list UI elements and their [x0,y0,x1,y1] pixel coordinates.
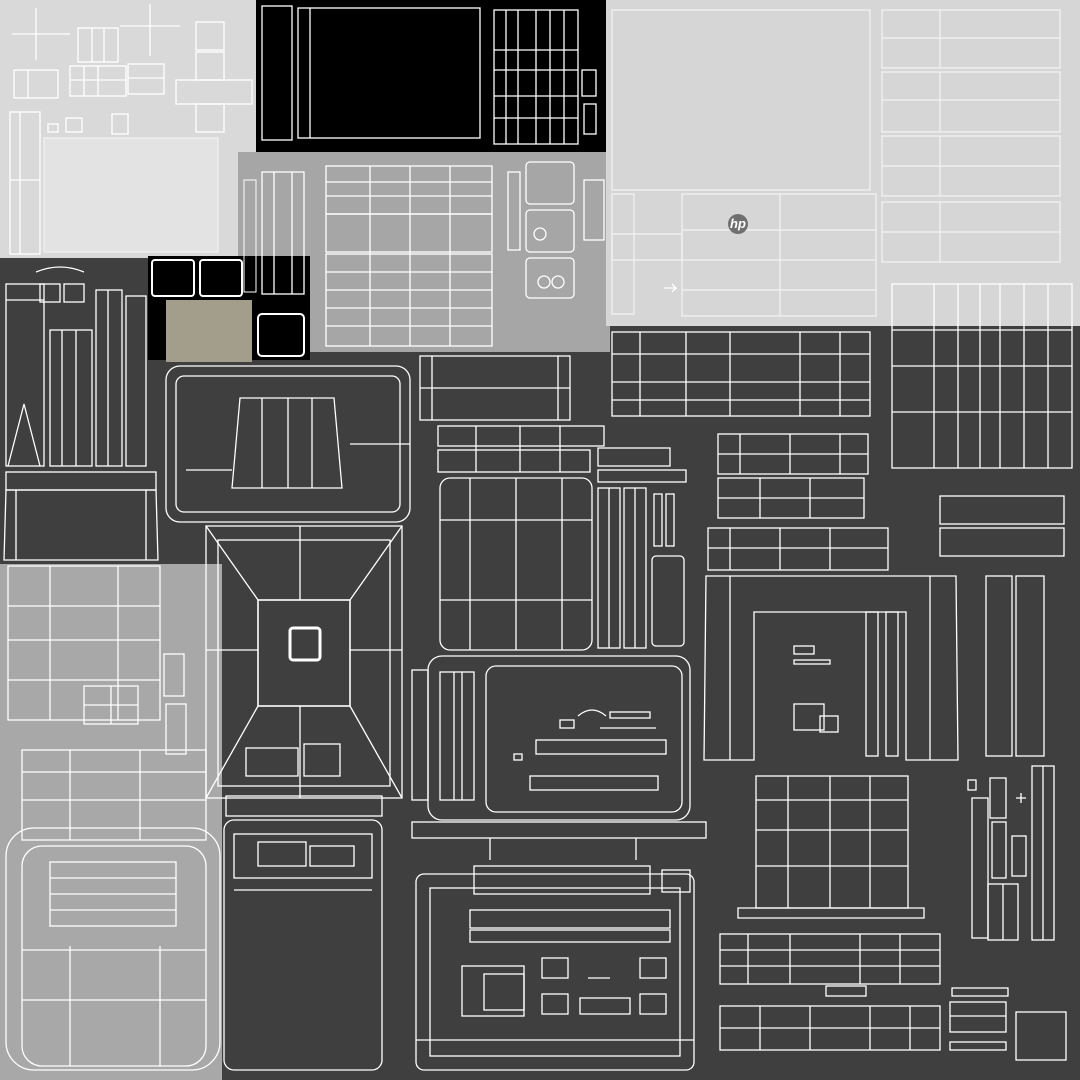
arrow-right-icon [664,283,678,293]
island-cluster-top-right [611,9,1061,317]
island-swatches [151,259,305,357]
uv-wireframe [3,4,1073,1071]
island-cluster-center [419,355,687,651]
panel-small-gray [506,300,610,352]
hp-logo-icon [728,214,748,234]
swatch-tan [166,300,252,362]
island-tower-bottom [223,819,383,1071]
panel-left-dark [0,258,162,564]
island-frame-middle-left [165,365,411,523]
island-frame-center [411,655,707,860]
panel-top-right-light [606,0,1080,326]
island-cluster-right [611,283,1073,761]
island-frame-center-left [205,525,403,817]
hp-logo-text: hp [730,216,746,231]
island-cluster-center-gray [243,161,605,347]
island-cluster-left-dark [3,266,159,561]
island-cluster-top-black [261,5,597,145]
island-frame-bottom-center [415,865,695,1071]
island-cluster-top-left [9,4,253,255]
island-cluster-bottom-right [719,765,1067,1061]
panel-bottom-left-gray [0,564,222,1080]
hp-logo: hp [728,214,748,234]
panel-top-black [256,0,606,152]
